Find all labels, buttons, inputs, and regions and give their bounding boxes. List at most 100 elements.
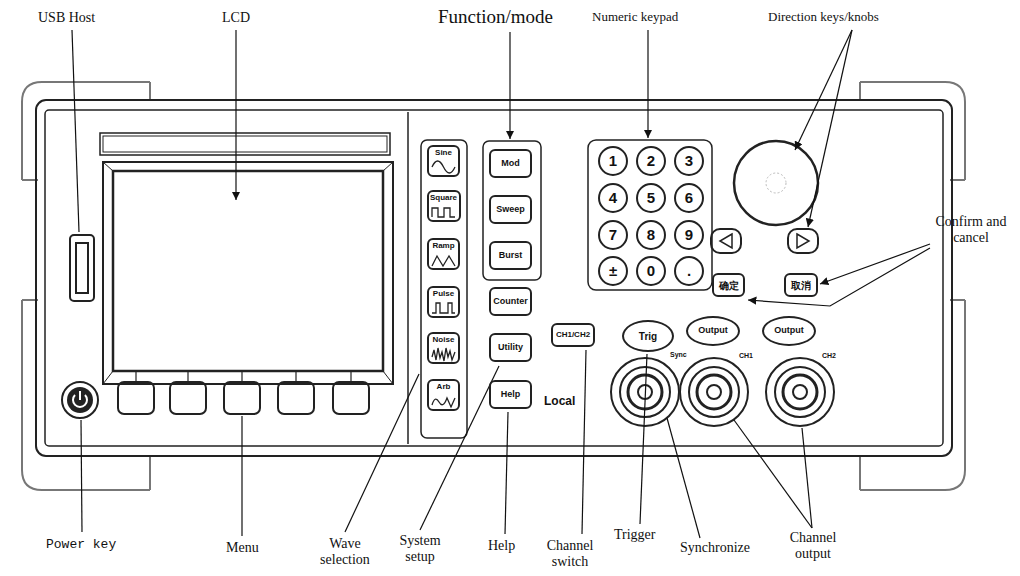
function-key: Burst <box>489 241 532 270</box>
function-key: Utility <box>489 333 532 362</box>
bnc-ring <box>697 375 731 409</box>
usb-slot <box>76 243 88 293</box>
wave-key: Pulse <box>427 286 460 318</box>
knob <box>734 141 818 225</box>
key-legend: CH1/CH2 <box>556 331 590 340</box>
key-legend: 确定 <box>719 280 739 291</box>
function-key: Help <box>489 380 532 409</box>
key-legend: 8 <box>647 227 655 244</box>
key-legend: Counter <box>493 297 528 307</box>
bnc-pin <box>793 385 807 399</box>
key-legend: Output <box>698 326 728 336</box>
menu-tabs <box>136 371 351 382</box>
key-legend: 4 <box>609 190 617 207</box>
keypad-key: ± <box>598 256 628 286</box>
power-ring <box>62 382 98 418</box>
leader-line <box>81 420 82 532</box>
callout-label: Synchronize <box>680 540 750 556</box>
callout-label: Power key <box>46 538 116 553</box>
wave-key: Square <box>427 190 461 222</box>
panel <box>36 100 952 456</box>
leader-line <box>640 354 647 524</box>
lcd <box>100 133 393 384</box>
power-symbol <box>73 391 87 407</box>
key-legend: 3 <box>685 153 693 170</box>
bnc-ring <box>783 375 817 409</box>
usb-port <box>70 235 94 301</box>
keypad-key: 1 <box>598 146 628 176</box>
bumper <box>860 82 965 180</box>
menu-key <box>118 382 154 414</box>
panel-inner <box>45 110 943 446</box>
bumper <box>860 300 965 490</box>
key-legend: Mod <box>501 159 520 169</box>
callout-label: Function/mode <box>438 6 553 28</box>
key-legend: 5 <box>647 190 655 207</box>
leader-line <box>345 374 419 532</box>
key-legend: Help <box>501 390 521 400</box>
callout-label: Menu <box>226 540 259 556</box>
left-arrow <box>720 234 732 248</box>
function-group <box>483 141 541 280</box>
usb-housing <box>70 235 94 301</box>
leader-line <box>808 30 852 227</box>
menu-keys <box>118 371 369 414</box>
function-key: Sweep <box>489 195 532 224</box>
leader-line <box>582 350 586 534</box>
bnc-ring <box>689 367 739 417</box>
key-groups <box>421 140 712 438</box>
leader-line <box>734 420 812 528</box>
key-legend: Arb <box>437 383 451 392</box>
bnc-pin <box>707 385 721 399</box>
right-key <box>788 229 818 253</box>
cancel-key: 取消 <box>784 273 818 297</box>
lcd-frame <box>103 162 393 384</box>
leader-line <box>505 412 508 534</box>
noise-icon <box>432 348 455 361</box>
keypad-group <box>588 140 712 290</box>
leader-line <box>509 32 510 139</box>
bumper-edge <box>22 82 965 490</box>
callout-label: Channel output <box>782 530 844 562</box>
output-key: Output <box>686 316 740 346</box>
ramp-icon <box>432 256 455 266</box>
key-legend: 6 <box>685 190 693 207</box>
direction-controls <box>711 141 818 253</box>
leader-line <box>241 416 242 536</box>
key-legend: Utility <box>498 343 523 353</box>
keypad-key: 9 <box>674 220 704 250</box>
keypad-key: 6 <box>674 183 704 213</box>
callout-label: Trigger <box>614 527 656 543</box>
connector-marking: CH1 <box>739 352 753 360</box>
power-key <box>62 382 98 418</box>
leader-line <box>795 30 852 150</box>
channel-switch-key: CH1/CH2 <box>551 323 595 347</box>
lcd-bevel <box>103 162 393 384</box>
bumper <box>22 82 150 180</box>
key-legend: Sweep <box>496 205 525 215</box>
menu-key <box>333 382 369 414</box>
keypad-key: 7 <box>598 220 628 250</box>
lcd-screen <box>113 171 383 371</box>
output-key: Output <box>762 316 816 346</box>
wave-key: Sine <box>427 145 460 177</box>
wave-key: Ramp <box>427 238 460 270</box>
keypad-key: 8 <box>636 220 666 250</box>
callout-label: Channel switch <box>540 538 600 570</box>
keypad-key: 5 <box>636 183 666 213</box>
callout-label: System setup <box>390 533 450 565</box>
sine-icon <box>432 161 455 173</box>
bumpers <box>22 82 965 490</box>
leader-line <box>420 366 499 530</box>
callout-label: Numeric keypad <box>592 10 678 25</box>
key-legend: 1 <box>609 153 617 170</box>
key-legend: Noise <box>433 336 455 345</box>
leader-line <box>235 30 236 200</box>
panel-outline <box>36 100 952 456</box>
key-legend: Sine <box>435 149 452 158</box>
bumper <box>22 300 150 490</box>
leader-line <box>667 418 700 538</box>
key-legend: Output <box>774 326 804 336</box>
connector-marking: CH2 <box>822 352 836 360</box>
key-legend: Pulse <box>433 290 454 299</box>
